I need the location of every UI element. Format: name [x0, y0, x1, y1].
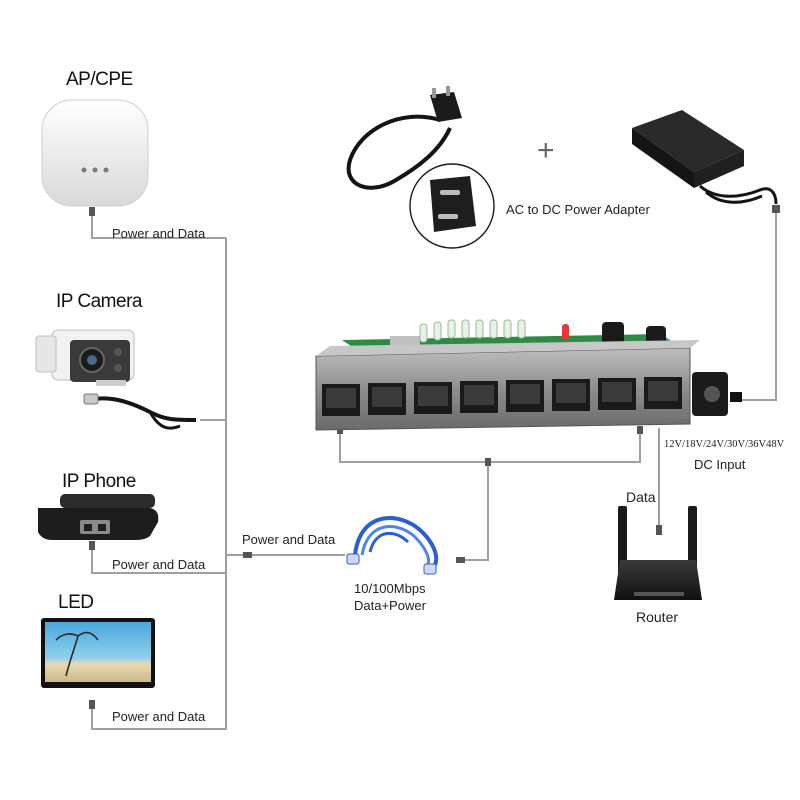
ip-camera-label: IP Camera: [56, 291, 143, 312]
ip-phone-label: IP Phone: [62, 471, 136, 492]
ap-cpe-device: [41, 99, 149, 207]
trunk-connection-label: Power and Data: [242, 532, 336, 547]
cable-type-label: Data+Power: [354, 598, 427, 613]
dc-input-label: DC Input: [694, 457, 746, 472]
ip-phone-device: [38, 494, 159, 540]
led-display-device: [41, 618, 155, 688]
status-leds: [419, 319, 569, 343]
lan-cable: [346, 516, 439, 575]
led-connection-label: Power and Data: [112, 709, 206, 724]
router-label: Router: [636, 609, 678, 625]
adapter-label: AC to DC Power Adapter: [506, 202, 650, 217]
ap-cpe-connection-label: Power and Data: [112, 226, 206, 241]
cable-speed-label: 10/100Mbps: [354, 581, 426, 596]
power-cord: [346, 86, 462, 190]
power-adapter: [632, 110, 778, 205]
led-label: LED: [58, 592, 93, 613]
connector-markers: [89, 205, 780, 709]
ethernet-ports: [322, 377, 682, 416]
voltage-label: 12V/18V/24V/30V/36V48V: [664, 439, 785, 450]
poe-switch: [315, 319, 742, 431]
connection-lines: [91, 210, 777, 730]
router-device: [614, 506, 702, 600]
data-label: Data: [626, 489, 656, 505]
ip-phone-connection-label: Power and Data: [112, 557, 206, 572]
ip-camera-device: [35, 329, 197, 430]
plus-sign: +: [537, 134, 554, 167]
plug-closeup: [409, 163, 495, 249]
ap-cpe-label: AP/CPE: [66, 69, 133, 90]
